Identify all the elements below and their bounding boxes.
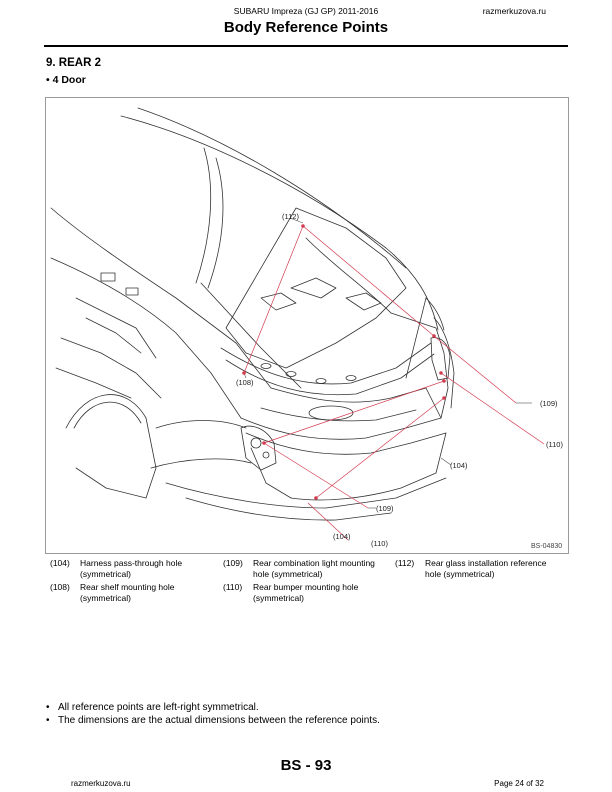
note-item: • The dimensions are the actual dimensio…: [46, 714, 380, 727]
figure-code: BS-04830: [531, 543, 562, 550]
callout-110-right: (110): [546, 440, 563, 449]
note-text: The dimensions are the actual dimensions…: [58, 715, 380, 726]
header-site: razmerkuzova.ru: [482, 6, 546, 16]
document-title: SUBARU Impreza (GJ GP) 2011-2016: [233, 6, 379, 16]
callout-104-lower: (104): [333, 532, 351, 541]
note-text: All reference points are left-right symm…: [58, 702, 259, 713]
legend-text: Rear combination light mounting hole (sy…: [253, 558, 375, 579]
page-number: BS - 93: [280, 757, 332, 774]
legend-number: (104): [50, 558, 70, 568]
header-top: SUBARU Impreza (GJ GP) 2011-2016 razmerk…: [0, 6, 612, 20]
legend-number: (109): [223, 558, 243, 568]
note-item: • All reference points are left-right sy…: [46, 701, 380, 714]
section-title: 9. REAR 2: [46, 57, 101, 69]
rear-body-diagram: (112) (108) (109) (110) (104) (109) (104…: [45, 97, 569, 554]
legend-text: Rear glass installation reference hole (…: [425, 558, 547, 579]
footer-site: razmerkuzova.ru: [71, 779, 131, 788]
legend-text: Rear shelf mounting hole (symmetrical): [80, 582, 175, 603]
legend-item: (112) Rear glass installation reference …: [395, 558, 555, 580]
callout-109-lower: (109): [376, 504, 394, 513]
notes: • All reference points are left-right sy…: [46, 701, 380, 727]
callout-112: (112): [282, 212, 299, 221]
callout-108: (108): [236, 378, 254, 387]
callout-110-lower: (110): [371, 539, 388, 548]
legend-item: (104) Harness pass-through hole (symmetr…: [50, 558, 210, 580]
page-title: Body Reference Points: [223, 19, 389, 36]
callout-109-right: (109): [540, 399, 558, 408]
bullet: •: [46, 715, 50, 726]
car-rear-illustration: (112) (108) (109) (110) (104) (109) (104…: [50, 107, 563, 550]
section-subtitle: • 4 Door: [46, 74, 86, 86]
bullet: •: [46, 702, 50, 713]
legend-number: (110): [223, 582, 243, 592]
legend-number: (108): [50, 582, 70, 592]
header-divider: [44, 45, 568, 47]
legend-text: Rear bumper mounting hole (symmetrical): [253, 582, 359, 603]
legend-number: (112): [395, 558, 415, 568]
legend-item: (109) Rear combination light mounting ho…: [223, 558, 383, 580]
legend-item: (110) Rear bumper mounting hole (symmetr…: [223, 582, 383, 604]
legend-item: (108) Rear shelf mounting hole (symmetri…: [50, 582, 210, 604]
callout-104-center: (104): [450, 461, 468, 470]
footer-page-count: Page 24 of 32: [494, 779, 544, 788]
legend-text: Harness pass-through hole (symmetrical): [80, 558, 183, 579]
